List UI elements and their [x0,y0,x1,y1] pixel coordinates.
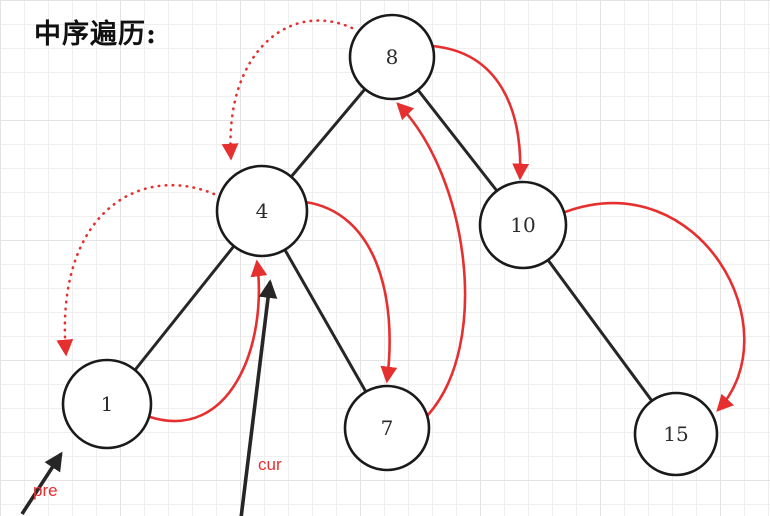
edge-10-15 [546,259,654,402]
node-10-label: 10 [510,213,535,237]
node-8-circle [348,13,436,101]
node-15-circle [633,391,719,477]
thread-4-to-7 [304,200,398,384]
node-10-circle [478,180,568,270]
node-4-circle [215,164,309,258]
cur-label: cur [258,455,282,474]
node-7-label: 7 [381,416,394,440]
edge-8-10 [416,89,499,192]
pointer-arrows [20,279,278,516]
node-4: 4 [215,164,309,258]
node-4-label: 4 [256,199,269,223]
node-1: 1 [61,358,153,450]
node-1-circle [61,358,153,450]
edge-8-4 [289,88,367,178]
edge-4-1 [133,245,236,371]
thread-8-to-4 [221,19,354,161]
node-7: 7 [343,384,431,472]
diagram-title: 中序遍历: [34,19,157,50]
pre-label: pre [33,481,58,500]
edge-4-7 [283,249,368,393]
pre-pointer-arrow [20,451,63,515]
thread-7-to-8 [396,102,467,417]
node-7-circle [343,384,431,472]
node-15: 15 [633,391,719,477]
node-1-label: 1 [101,392,114,416]
thread-10-to-15 [564,201,746,412]
thread-arrows [56,19,746,423]
node-8-label: 8 [386,45,399,69]
cur-pointer-arrow [239,279,278,516]
tree-edges [133,88,654,402]
thread-4-to-1 [56,183,216,357]
node-10: 10 [478,180,568,270]
node-8: 8 [348,13,436,101]
node-15-label: 15 [663,422,688,446]
tree-nodes: 8 4 10 1 7 15 [61,13,719,477]
thread-8-to-10 [431,44,530,181]
thread-1-to-4 [149,259,268,423]
